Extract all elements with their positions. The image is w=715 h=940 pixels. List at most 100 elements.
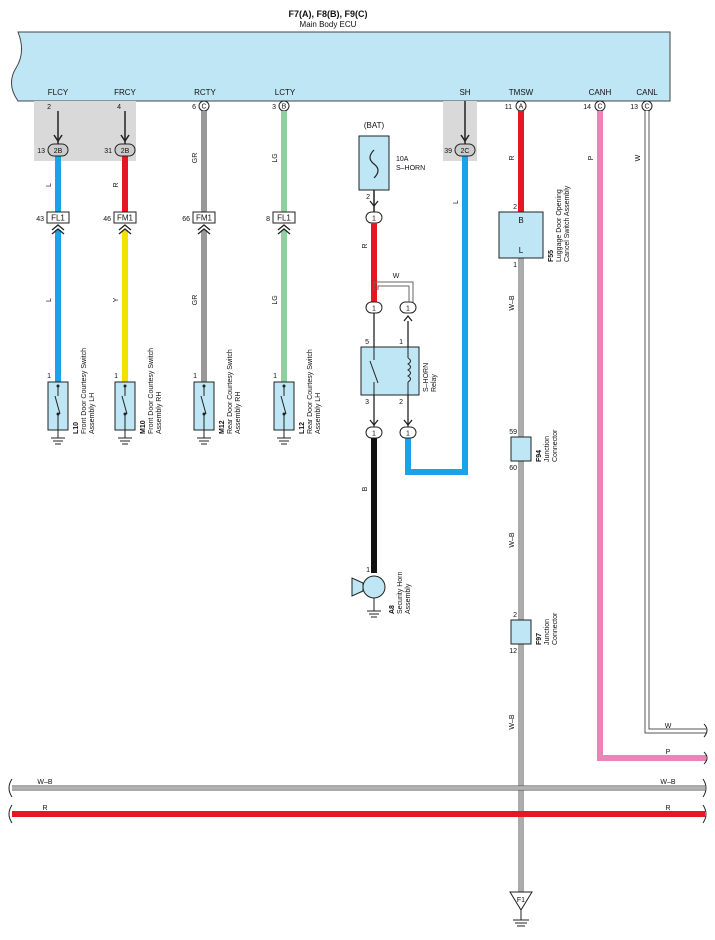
inline-pin-rcty: 66 xyxy=(182,216,190,223)
ecu-pin-flcy: 2 xyxy=(47,104,51,111)
f94-line1: Junction xyxy=(544,436,551,462)
conn-relay-3: 1 xyxy=(365,426,383,439)
wc-canl: W xyxy=(635,154,642,161)
ecu-term-sh: SH xyxy=(459,88,470,97)
f97-pin-bot: 12 xyxy=(509,648,517,655)
switch-line2-m12: Assembly RH xyxy=(235,392,242,434)
f97-box xyxy=(510,619,532,645)
ecu-body xyxy=(11,31,671,102)
ecu-term-tmsw: TMSW xyxy=(509,88,534,97)
conn-relay-2: 1 xyxy=(399,426,417,439)
switch-l10 xyxy=(47,381,69,445)
switch-line1-l12: Rear Door Courtesy Switch xyxy=(307,349,314,434)
arrow-sh xyxy=(460,134,470,143)
svg-text:FM1: FM1 xyxy=(117,214,134,223)
ecu-pin-rcty: 6 xyxy=(192,104,196,111)
ecu-title: F7(A), F8(B), F9(C) xyxy=(289,9,368,19)
inline-pin-lcty: 8 xyxy=(266,216,270,223)
fuse-rating: 10A xyxy=(396,156,409,163)
svg-text:FL1: FL1 xyxy=(51,214,65,223)
arrow-flcy xyxy=(53,134,63,143)
wire-relay-w xyxy=(373,281,414,302)
ecu-term-frcy: FRCY xyxy=(114,88,136,97)
ecu-term-canh: CANH xyxy=(589,88,612,97)
wc-horn-power: R xyxy=(362,243,369,248)
junction-pin-flcy: 13 xyxy=(37,148,45,155)
wc-rcty-bot: GR xyxy=(192,295,199,306)
horn-line2: Assembly xyxy=(405,583,412,614)
svg-text:2B: 2B xyxy=(121,148,130,155)
svg-text:1: 1 xyxy=(372,306,376,313)
fuse-pin: 2 xyxy=(366,194,370,201)
ecu-subtitle: Main Body ECU xyxy=(300,20,357,29)
junction-flcy: 2B xyxy=(47,143,69,157)
ecu-pin-frcy: 4 xyxy=(117,104,121,111)
ecu-term-lcty: LCTY xyxy=(275,88,296,97)
f94-box xyxy=(510,436,532,462)
pin-l12: 1 xyxy=(273,373,277,380)
svg-text:1: 1 xyxy=(372,216,376,223)
relay-line1: S–HORN xyxy=(423,363,430,392)
ecu-conn-canl: C xyxy=(641,100,653,112)
pin-l10: 1 xyxy=(47,373,51,380)
arrows-relay-out xyxy=(369,419,413,427)
inline-conn-frcy: FM1 xyxy=(113,211,137,235)
fuse-name: S–HORN xyxy=(396,165,425,172)
horn-pin: 1 xyxy=(366,567,370,574)
switch-code-m10: M10 xyxy=(140,420,147,434)
junction-sh: 2C xyxy=(454,143,476,157)
f55-pin-top: 2 xyxy=(513,204,517,211)
svg-text:FM1: FM1 xyxy=(196,214,213,223)
ground-f1-icon xyxy=(509,891,533,927)
conn-relay-1: 1 xyxy=(399,301,417,314)
f97-line2: Connector xyxy=(552,612,559,645)
wire-canl xyxy=(644,111,706,734)
f55-box xyxy=(498,211,544,259)
conn-fuse: 1 xyxy=(365,211,383,224)
ecu-conn-rcty: C xyxy=(198,100,210,112)
wc-frcy-bot: Y xyxy=(113,297,120,302)
ecu-pin-canh: 14 xyxy=(583,104,591,111)
junction-pin-frcy: 31 xyxy=(104,148,112,155)
f94-code: F94 xyxy=(536,450,543,462)
ground-label: F1 xyxy=(517,897,525,904)
f94-pin-top: 59 xyxy=(509,429,517,436)
f55-pin-bot: 1 xyxy=(513,262,517,269)
svg-text:C: C xyxy=(644,104,649,111)
wc-flcy-top: L xyxy=(46,183,53,187)
wc-frcy-top: R xyxy=(113,182,120,187)
relay-box xyxy=(360,346,420,396)
wc-lcty-bot: LG xyxy=(272,295,279,304)
arrow-relay-1 xyxy=(403,314,413,322)
wc-tmsw-wb2: W–B xyxy=(509,532,516,548)
svg-text:C: C xyxy=(597,104,602,111)
ecu-pin-tmsw: 11 xyxy=(505,104,512,111)
wc-relay-w: W xyxy=(393,273,400,280)
switch-line1-l10: Front Door Courtesy Switch xyxy=(81,348,88,434)
f97-line1: Junction xyxy=(544,619,551,645)
wc-tmsw-wb1: W–B xyxy=(509,295,516,311)
ecu-pin-lcty: 3 xyxy=(272,104,276,111)
ecu-conn-tmsw: A xyxy=(515,100,527,112)
arrow-fuse xyxy=(369,200,379,208)
f55-code: F55 xyxy=(548,250,555,262)
svg-text:1: 1 xyxy=(372,431,376,438)
switch-m12 xyxy=(193,381,215,445)
wc-rcty-top: GR xyxy=(192,153,199,164)
f97-code: F97 xyxy=(536,633,543,645)
svg-text:B: B xyxy=(282,104,287,111)
switch-code-l10: L10 xyxy=(73,422,80,434)
f55-line1: Luggage Door Opening xyxy=(556,189,563,262)
wc-tmsw-top: R xyxy=(509,155,516,160)
wc-sh: L xyxy=(453,200,460,204)
junction-pin-sh: 39 xyxy=(444,148,452,155)
inline-conn-rcty: FM1 xyxy=(192,211,216,235)
relay-pin-5: 5 xyxy=(365,339,369,346)
f55-term-l: L xyxy=(519,246,524,255)
svg-text:2C: 2C xyxy=(461,148,470,155)
f94-pin-bot: 60 xyxy=(509,465,517,472)
switch-line1-m12: Rear Door Courtesy Switch xyxy=(227,349,234,434)
horn-icon xyxy=(351,575,386,618)
ecu-conn-canh: C xyxy=(594,100,606,112)
